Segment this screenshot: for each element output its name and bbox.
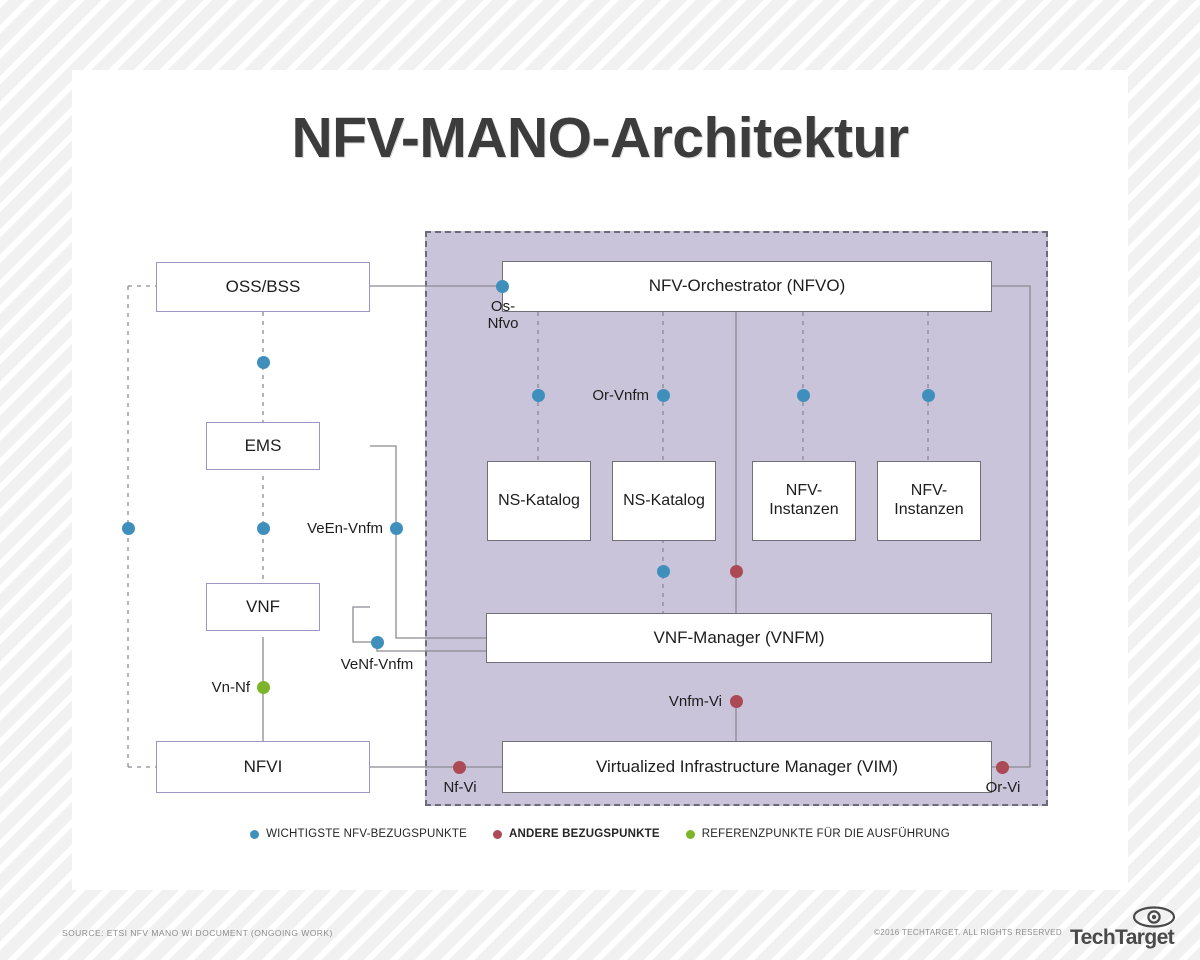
- reference-dot-nfvo-drop-3[interactable]: [797, 389, 810, 402]
- reference-label-vn-nf: Vn-Nf: [211, 679, 250, 696]
- legend-dot-blue-icon: [250, 829, 260, 839]
- copyright-note: ©2016 TECHTARGET. ALL RIGHTS RESERVED: [874, 928, 1062, 937]
- source-note: SOURCE: ETSI NFV MANO WI DOCUMENT (ONGOI…: [62, 928, 333, 938]
- diagram-card: NFV-MANO-Architektur: [72, 70, 1128, 890]
- reference-dot-or-vnfm[interactable]: [657, 389, 670, 402]
- node-nfvo[interactable]: NFV-Orchestrator (NFVO): [502, 261, 992, 312]
- node-ns-katalog-1[interactable]: NS-Katalog: [487, 461, 591, 541]
- node-vim[interactable]: Virtualized Infrastructure Manager (VIM): [502, 741, 992, 793]
- legend-dot-red-icon: [493, 829, 503, 839]
- legend-label-red: ANDERE BEZUGSPUNKTE: [509, 828, 660, 840]
- reference-label-nf-vi: Nf-Vi: [443, 779, 477, 796]
- reference-dot-vn-nf[interactable]: [257, 681, 270, 694]
- reference-dot-venf-vnfm[interactable]: [371, 636, 384, 649]
- reference-label-venf-vnfm: VeNf-Vnfm: [340, 656, 414, 673]
- reference-label-or-vi: Or-Vi: [985, 779, 1021, 796]
- node-nfv-instanzen-2[interactable]: NFV- Instanzen: [877, 461, 981, 541]
- reference-dot-vnfm-vi[interactable]: [730, 695, 743, 708]
- eye-icon: [1132, 906, 1176, 933]
- legend-item-blue: WICHTIGSTE NFV-BEZUGSPUNKTE: [250, 828, 467, 840]
- reference-dot-or-vi[interactable]: [996, 761, 1009, 774]
- techtarget-logo: TechTarget: [1070, 906, 1182, 950]
- reference-dot-nf-vi[interactable]: [453, 761, 466, 774]
- legend-label-green: REFERENZPUNKTE FÜR DIE AUSFÜHRUNG: [701, 828, 950, 840]
- reference-label-vnfm-vi: Vnfm-Vi: [668, 693, 722, 710]
- reference-dot-nfvo-drop-1[interactable]: [532, 389, 545, 402]
- reference-dot-os-nfvo[interactable]: [496, 280, 509, 293]
- reference-dot-or-vnfm-trunk[interactable]: [730, 565, 743, 578]
- diagram-stage: OSS/BSS EMS VNF NFVI NFV-Orchestrator (N…: [72, 70, 1128, 890]
- node-oss-bss[interactable]: OSS/BSS: [156, 262, 370, 312]
- node-vnf[interactable]: VNF: [206, 583, 320, 631]
- node-ns-katalog-2[interactable]: NS-Katalog: [612, 461, 716, 541]
- legend-item-green: REFERENZPUNKTE FÜR DIE AUSFÜHRUNG: [685, 828, 950, 840]
- node-nfv-instanzen-1[interactable]: NFV- Instanzen: [752, 461, 856, 541]
- reference-label-veen-vnfm: VeEn-Vnfm: [307, 520, 383, 537]
- brand-name: TechTarget: [1070, 926, 1175, 949]
- reference-dot-nfvo-drop-4[interactable]: [922, 389, 935, 402]
- reference-dot-ems-vnf[interactable]: [257, 522, 270, 535]
- reference-label-os-nfvo: Os- Nfvo: [487, 298, 519, 333]
- reference-dot-oss-ems[interactable]: [257, 356, 270, 369]
- node-ems[interactable]: EMS: [206, 422, 320, 470]
- node-vnfm[interactable]: VNF-Manager (VNFM): [486, 613, 992, 663]
- legend: WICHTIGSTE NFV-BEZUGSPUNKTE ANDERE BEZUG…: [72, 828, 1128, 840]
- reference-dot-veen-vnfm[interactable]: [390, 522, 403, 535]
- node-nfvi[interactable]: NFVI: [156, 741, 370, 793]
- legend-item-red: ANDERE BEZUGSPUNKTE: [493, 828, 660, 840]
- page-title: NFV-MANO-Architektur: [291, 106, 909, 170]
- reference-dot-katalog-vnfm[interactable]: [657, 565, 670, 578]
- reference-label-or-vnfm: Or-Vnfm: [592, 387, 649, 404]
- legend-label-blue: WICHTIGSTE NFV-BEZUGSPUNKTE: [266, 828, 468, 840]
- reference-dot-left-bus[interactable]: [122, 522, 135, 535]
- legend-dot-green-icon: [685, 829, 695, 839]
